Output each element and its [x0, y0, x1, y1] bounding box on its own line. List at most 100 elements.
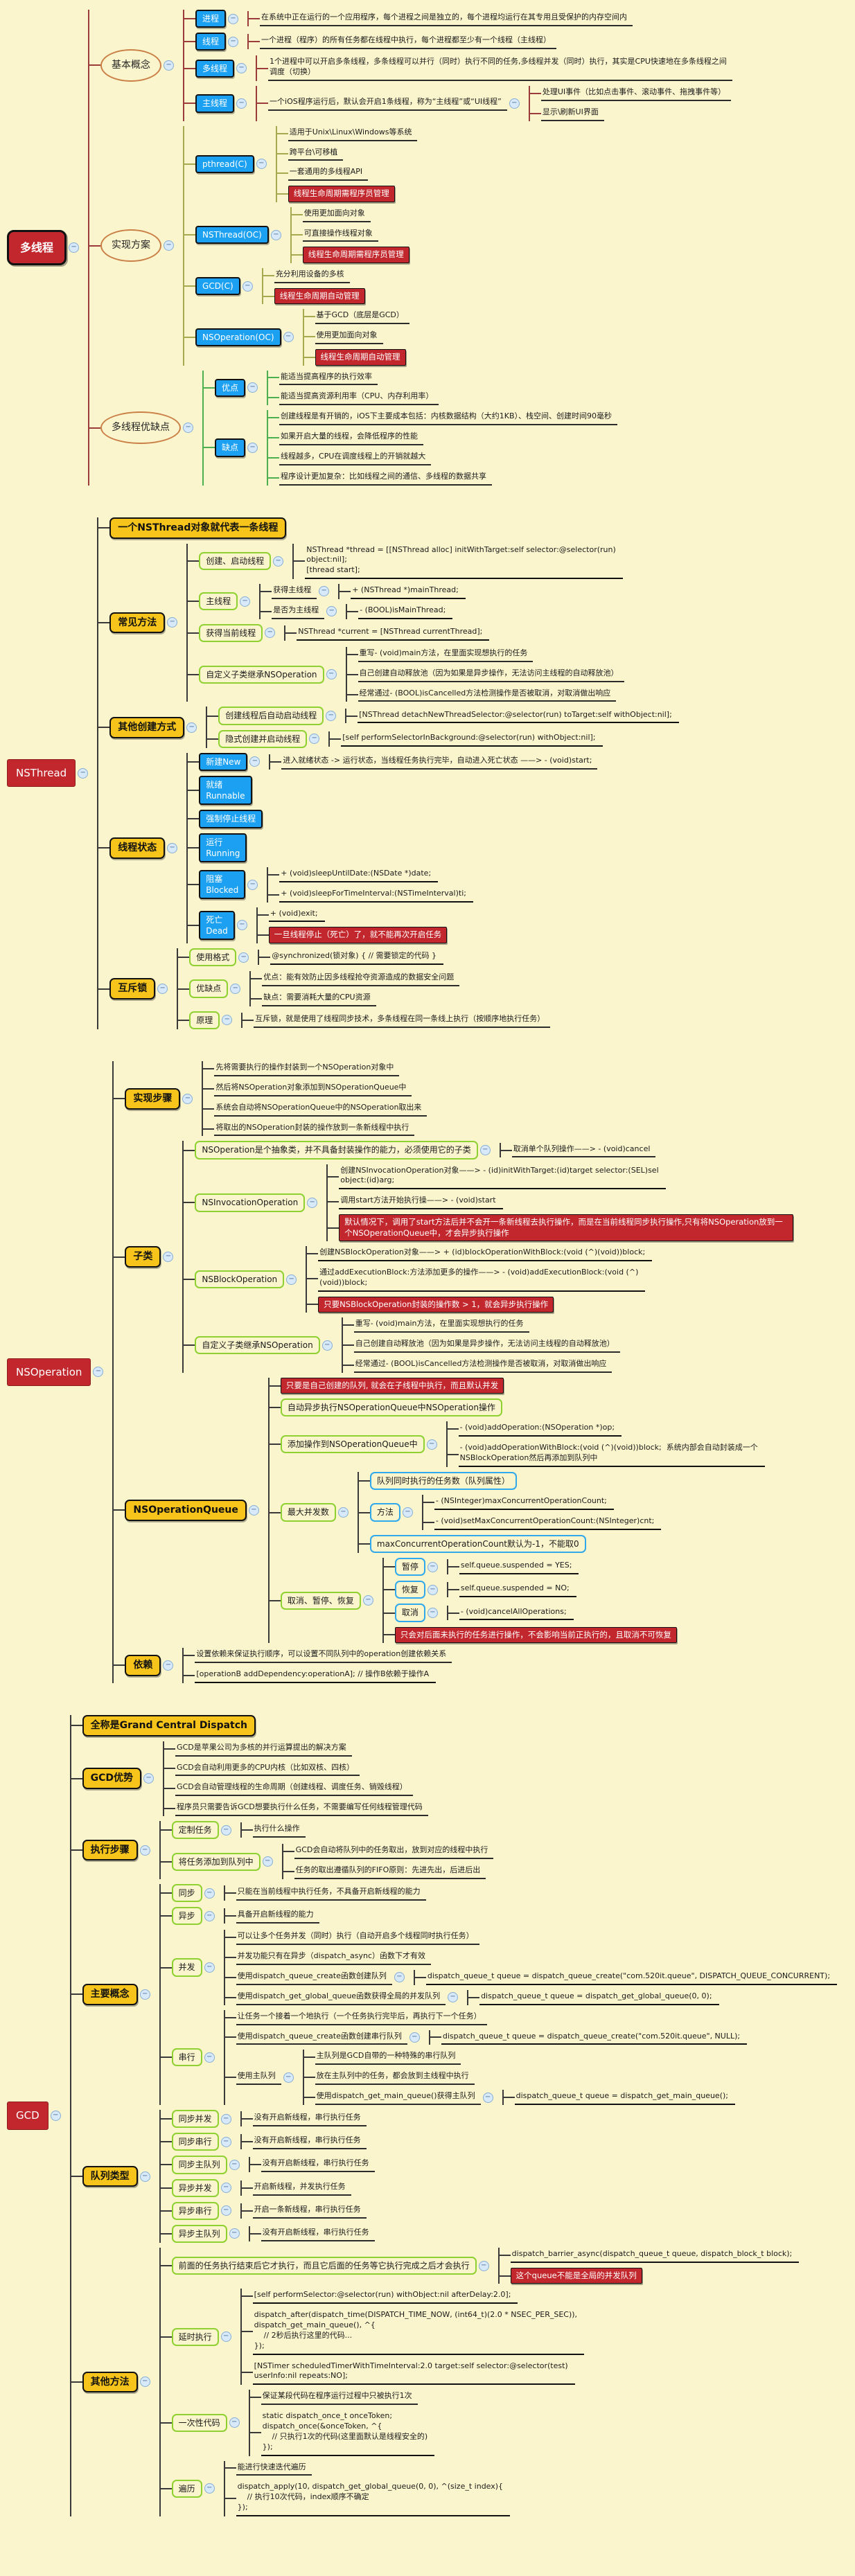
red-node[interactable]: 只会对后面未执行的任务进行操作，不会影响当前正执行的，且取消不可恢复: [394, 1626, 677, 1644]
collapse-icon[interactable]: −: [482, 2092, 493, 2103]
collapse-icon[interactable]: −: [262, 1856, 273, 1867]
code-node[interactable]: - (void)addOperation:(NSOperation *)op;: [458, 1421, 622, 1437]
text-node[interactable]: GCD是苹果公司为多核的并行运算提出的解决方案: [175, 1741, 352, 1757]
collapse-icon[interactable]: −: [167, 617, 178, 628]
green-node[interactable]: 自定义子类继承NSOperation: [199, 665, 324, 684]
collapse-icon[interactable]: −: [326, 669, 337, 680]
text-node[interactable]: 将取出的NSOperation封装的操作放到一条新线程中执行: [214, 1121, 415, 1137]
collapse-icon[interactable]: −: [69, 242, 80, 253]
code-node[interactable]: - (void)setMaxConcurrentOperationCount:(…: [434, 1515, 662, 1530]
text-node[interactable]: 1个进程中可以开启多条线程，多条线程可以并行（同时）执行不同的任务,多线程并发（…: [268, 55, 733, 82]
code-node[interactable]: + (void)exit;: [268, 907, 325, 923]
collapse-icon[interactable]: −: [220, 2331, 231, 2343]
text-node[interactable]: 使用主队列: [236, 2070, 281, 2086]
collapse-icon[interactable]: −: [228, 13, 239, 24]
red-node[interactable]: 只要NSBlockOperation封装的操作数 > 1，就会异步执行操作: [318, 1296, 554, 1313]
green-node[interactable]: 自定义子类继承NSOperation: [195, 1335, 320, 1355]
text-node[interactable]: 优点：能有效防止因多线程抢夺资源造成的数据安全问题: [262, 971, 460, 987]
blue-node[interactable]: NSOperation(OC): [195, 328, 281, 347]
red-node[interactable]: 线程生命周期自动管理: [315, 349, 406, 366]
code-node[interactable]: NSThread *current = [NSThread currentThr…: [297, 625, 490, 641]
text-node[interactable]: 能进行快速迭代遍历: [236, 2461, 312, 2476]
green-node[interactable]: 一次性代码: [171, 2413, 227, 2433]
text-node[interactable]: 使用更加面向对象: [315, 329, 383, 345]
text-node[interactable]: 如果开启大量的线程，会降低程序的性能: [279, 430, 424, 445]
text-node[interactable]: 跨平台\可移植: [288, 146, 344, 161]
text-node[interactable]: 没有开启新线程，串行执行任务: [261, 2226, 375, 2241]
code-node[interactable]: - (NSInteger)maxConcurrentOperationCount…: [434, 1495, 614, 1511]
collapse-icon[interactable]: −: [448, 1992, 459, 2003]
green-node[interactable]: 串行: [171, 2048, 202, 2067]
collapse-icon[interactable]: −: [270, 229, 281, 240]
blueborder-node[interactable]: 恢复: [394, 1581, 425, 1599]
text-node[interactable]: GCD会自动将队列中的任务取出，放到对应的线程中执行: [294, 1844, 494, 1860]
collapse-icon[interactable]: −: [240, 596, 251, 607]
green-node[interactable]: NSBlockOperation: [195, 1270, 285, 1289]
code-node[interactable]: 调用start方法开始执行操——> - (void)start: [339, 1194, 503, 1210]
code-node[interactable]: @synchronized(锁对象) { // 需要锁定的代码 }: [270, 950, 443, 966]
collapse-icon[interactable]: −: [220, 1824, 231, 1836]
yellow-node[interactable]: 其他创建方式: [109, 716, 185, 738]
text-node[interactable]: 使用dispatch_get_global_queue函数获得全局的并发队列: [236, 1990, 446, 2005]
blue-node[interactable]: 优点: [215, 378, 246, 397]
text-node[interactable]: 没有开启新线程，串行执行任务: [252, 2111, 367, 2126]
blue-node[interactable]: 阻塞 Blocked: [199, 870, 246, 900]
text-node[interactable]: 开启一条新线程，串行执行任务: [252, 2203, 367, 2219]
collapse-icon[interactable]: −: [273, 556, 284, 567]
collapse-icon[interactable]: −: [283, 2072, 294, 2083]
green-node[interactable]: 异步串行: [171, 2201, 219, 2220]
text-node[interactable]: 放在主队列中的任务，都会放到主线程中执行: [315, 2070, 475, 2086]
green-node[interactable]: 同步主队列: [171, 2156, 227, 2174]
green-node[interactable]: 并发: [171, 1958, 202, 1977]
collapse-icon[interactable]: −: [337, 1507, 349, 1518]
text-node[interactable]: 基于GCD（底层是GCD）: [315, 309, 409, 325]
yellow-node[interactable]: 实现步骤: [125, 1087, 181, 1110]
green-node[interactable]: 定制任务: [171, 1821, 219, 1840]
code-node[interactable]: + (void)sleepForTimeInterval:(NSTimeInte…: [279, 887, 473, 903]
collapse-icon[interactable]: −: [164, 240, 175, 251]
collapse-icon[interactable]: −: [163, 1660, 174, 1671]
collapse-icon[interactable]: −: [163, 1252, 174, 1263]
green-node[interactable]: 添加操作到NSOperationQueue中: [280, 1435, 425, 1454]
red-node[interactable]: 线程生命周期需程序员管理: [302, 247, 409, 263]
text-node[interactable]: 使用dispatch_get_main_queue()获得主队列: [315, 2090, 481, 2105]
blueborder-node[interactable]: 队列同时执行的任务数（队列属性）: [369, 1472, 517, 1491]
red-node[interactable]: 线程生命周期需程序员管理: [288, 186, 395, 202]
yellow-node[interactable]: 主要概念: [82, 1984, 138, 2005]
root-multithreading[interactable]: 多线程: [7, 229, 67, 266]
green-node[interactable]: 主线程: [199, 592, 238, 611]
text-node[interactable]: 保证某段代码在程序运行过程中只被执行1次: [261, 2390, 418, 2406]
code-node[interactable]: dispatch_queue_t queue = dispatch_get_ma…: [514, 2090, 735, 2105]
text-node[interactable]: 重写- (void)main方法，在里面实现想执行的任务: [358, 647, 534, 662]
yellow-node[interactable]: 队列类型: [82, 2165, 138, 2187]
yellow-node[interactable]: 执行步骤: [82, 1839, 138, 1861]
basic-concepts[interactable]: 基本概念: [100, 48, 162, 82]
collapse-icon[interactable]: −: [220, 2205, 231, 2217]
green-node[interactable]: 优缺点: [189, 979, 229, 998]
collapse-icon[interactable]: −: [157, 984, 168, 995]
blue-node[interactable]: 线程: [195, 33, 227, 51]
text-node[interactable]: 然后将NSOperation对象添加到NSOperationQueue中: [214, 1081, 412, 1096]
collapse-icon[interactable]: −: [167, 842, 178, 853]
text-node[interactable]: 自己创建自动释放池（因为如果是异步操作，无法访问主线程的自动释放池）: [353, 1338, 620, 1353]
red-node[interactable]: 一旦线程停止（死亡）了，就不能再次开启任务: [268, 927, 448, 943]
green-node[interactable]: NSInvocationOperation: [195, 1193, 306, 1212]
collapse-icon[interactable]: −: [204, 1962, 215, 1973]
green-node[interactable]: NSOperation是个抽象类，并不具备封装操作的能力，必须使用它的子类: [195, 1141, 478, 1160]
blue-node[interactable]: 缺点: [215, 438, 246, 457]
text-node[interactable]: GCD会自动管理线程的生命周期（创建线程、调度任务、销毁线程）: [175, 1781, 413, 1797]
green-node[interactable]: 取消、暂停、恢复: [280, 1591, 361, 1610]
collapse-icon[interactable]: −: [222, 1015, 233, 1026]
collapse-icon[interactable]: −: [249, 756, 261, 767]
collapse-icon[interactable]: −: [321, 1340, 333, 1351]
collapse-icon[interactable]: −: [204, 1910, 215, 1921]
code-node[interactable]: dispatch_barrier_async(dispatch_queue_t …: [510, 2248, 800, 2263]
collapse-icon[interactable]: −: [182, 1093, 193, 1104]
green-node[interactable]: 延时执行: [171, 2327, 219, 2346]
green-node[interactable]: 原理: [189, 1011, 220, 1030]
collapse-icon[interactable]: −: [362, 1595, 373, 1606]
text-node[interactable]: 并发功能只有在异步（dispatch_async）函数下才有效: [236, 1950, 431, 1966]
yellow-node[interactable]: 依赖: [125, 1655, 161, 1676]
text-node[interactable]: 适用于Unix\Linux\Windows等系统: [288, 126, 418, 141]
green-node[interactable]: 同步: [171, 1883, 202, 1903]
